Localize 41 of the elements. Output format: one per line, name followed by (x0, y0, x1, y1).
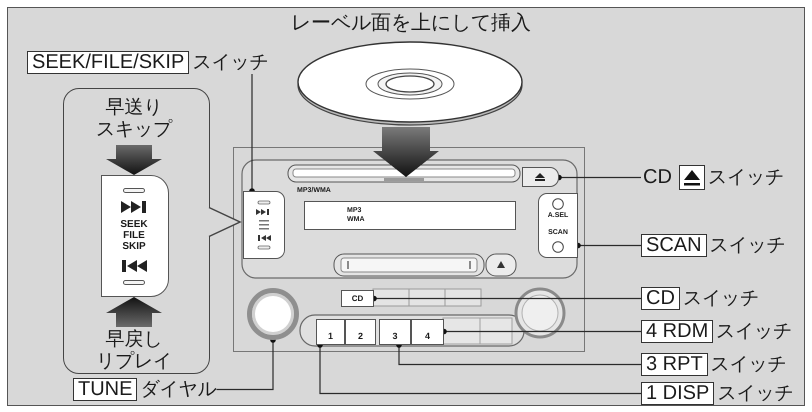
rocker-switch (101, 175, 169, 297)
leader-line (396, 342, 641, 366)
callout-label: CD (641, 287, 680, 310)
callout-text: スイッチ (708, 167, 784, 188)
callout-text: スイッチ (716, 321, 792, 342)
callout-text: CD (643, 167, 672, 188)
button-panel (538, 193, 578, 258)
preset-button: 4 (411, 319, 444, 345)
leader-line (556, 174, 641, 180)
switch-text: SEEK FILE SKIP (120, 219, 148, 252)
switch-action-text: 早戻し (106, 329, 162, 350)
leader-line (371, 296, 641, 302)
callout-text: スイッチ (710, 354, 787, 375)
leader-line (441, 328, 641, 334)
eject-button (522, 167, 559, 187)
display-window (304, 201, 516, 230)
switch-action-text: リプレイ (96, 351, 172, 372)
leader-line (249, 74, 255, 194)
callout-label: SCAN (641, 234, 707, 257)
callout-text: スイッチ (717, 383, 794, 404)
mode-button: CD (341, 290, 374, 307)
callout-label: TUNE (73, 378, 138, 401)
preset-button: 2 (345, 319, 376, 345)
callout-text: スイッチ (682, 288, 759, 309)
leader-line (317, 342, 641, 394)
callout-label: 1 DISP (641, 382, 714, 405)
seek-switch (243, 191, 285, 259)
callout-label: 4 RDM (641, 320, 714, 343)
switch-action-text: 早送り (106, 97, 162, 118)
callout-label: SEEK/FILE/SKIP (27, 51, 190, 74)
switch-action-text: スキップ (96, 119, 172, 140)
preset-button: 3 (379, 319, 411, 345)
callout-label: 3 RPT (641, 353, 708, 376)
leader-line (216, 337, 276, 390)
leader-line (575, 242, 641, 248)
callout-text: ダイヤル (140, 379, 216, 400)
instruction-text: レーベル面を上にして挿入 (291, 10, 531, 34)
preset-button: 1 (316, 319, 345, 345)
callout-text: スイッチ (710, 235, 786, 256)
callout-text: スイッチ (192, 52, 268, 73)
inset-panel (63, 88, 210, 374)
